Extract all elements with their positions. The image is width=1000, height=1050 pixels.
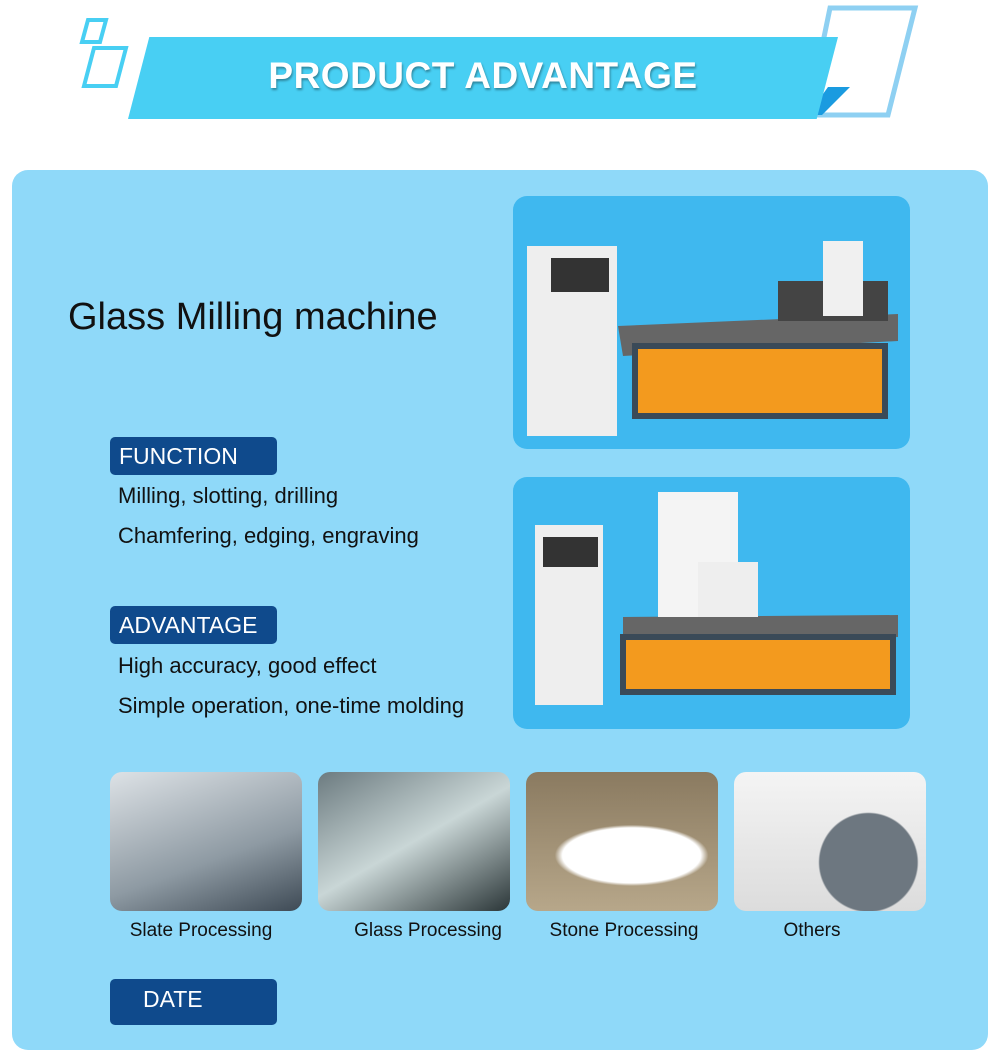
date-label: DATE bbox=[110, 979, 277, 1025]
caption-glass: Glass Processing bbox=[354, 920, 502, 941]
advantage-line: Simple operation, one-time molding bbox=[118, 693, 465, 718]
caption-slate: Slate Processing bbox=[129, 920, 273, 941]
page-title: PRODUCT ADVANTAGE bbox=[268, 55, 698, 96]
machine-photo-1 bbox=[513, 196, 910, 449]
product-title: Glass Milling machine bbox=[68, 296, 438, 338]
function-line: Milling, slotting, drilling bbox=[118, 483, 339, 508]
slate-processing-image bbox=[110, 772, 302, 911]
decor-squares-icon bbox=[79, 18, 129, 88]
function-label: FUNCTION bbox=[110, 437, 277, 475]
advantage-line: High accuracy, good effect bbox=[118, 653, 377, 678]
advantage-label: ADVANTAGE bbox=[110, 606, 277, 644]
function-line: Chamfering, edging, engraving bbox=[118, 523, 419, 548]
stone-processing-image bbox=[526, 772, 718, 911]
caption-stone: Stone Processing bbox=[549, 920, 699, 941]
caption-others: Others bbox=[783, 920, 841, 941]
title-banner bbox=[128, 37, 838, 119]
machine-photo-2 bbox=[513, 477, 910, 729]
glass-processing-image bbox=[318, 772, 510, 911]
others-image bbox=[734, 772, 926, 911]
